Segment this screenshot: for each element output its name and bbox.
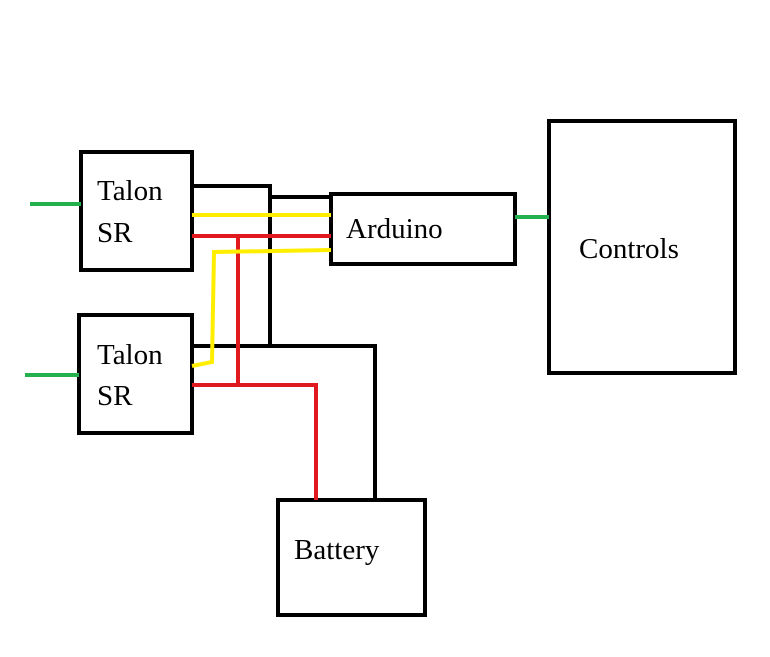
- talon-sr-bottom-block: [77, 313, 194, 435]
- battery-block: [276, 498, 427, 617]
- battery-label: Battery: [294, 534, 380, 566]
- talon-top-label-line2: SR: [97, 217, 133, 249]
- talon-sr-top-block: [79, 150, 194, 272]
- talon-bottom-label-line2: SR: [97, 380, 133, 412]
- talon-bottom-signal-wire: [191, 248, 332, 368]
- arduino-label: Arduino: [346, 213, 443, 245]
- talon-bottom-label-line1: Talon: [97, 339, 163, 371]
- controls-block: [547, 119, 737, 375]
- controls-label: Controls: [579, 233, 679, 265]
- battery-ground-wire: [192, 344, 377, 500]
- battery-power-wire: [192, 383, 318, 500]
- arduino-block: [329, 192, 517, 266]
- talon-top-label-line1: Talon: [97, 175, 163, 207]
- talon-top-ground-wire: [192, 184, 272, 346]
